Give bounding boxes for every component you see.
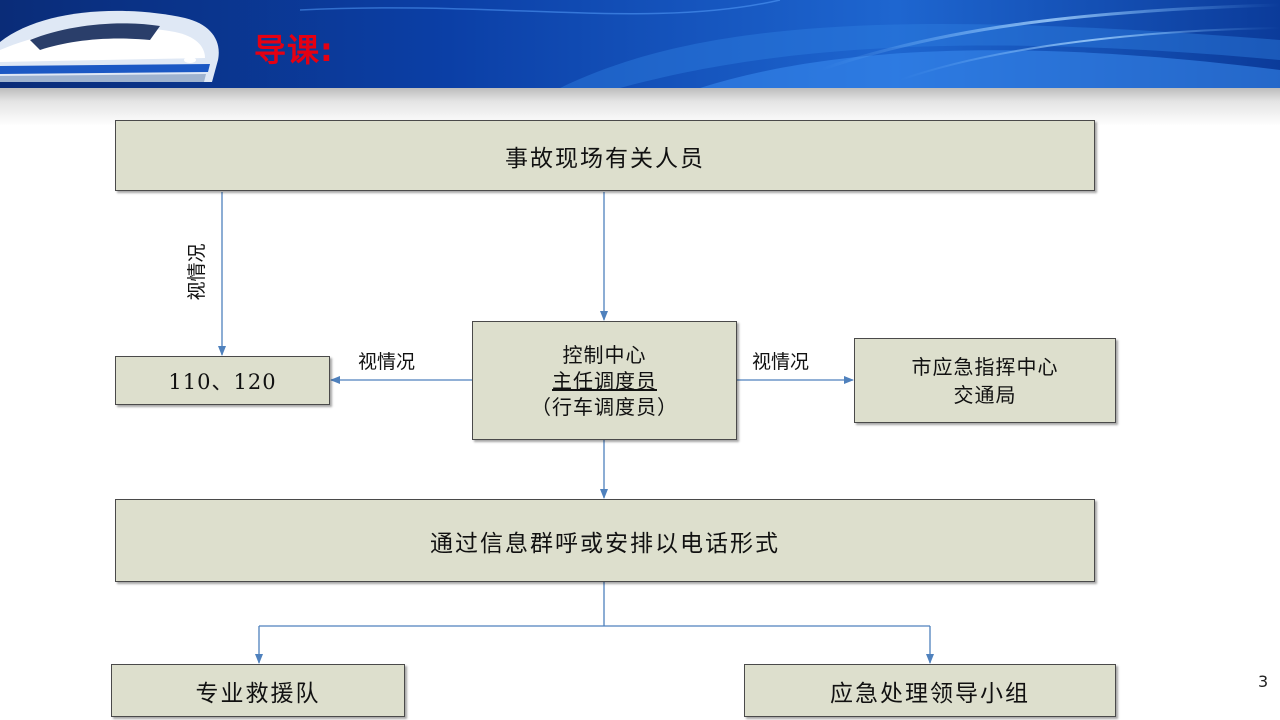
node-emergency-numbers-label: 110、120 <box>168 369 277 394</box>
control-center-line-1: 控制中心 <box>562 342 647 367</box>
city-command-line-2: 交通局 <box>953 382 1017 407</box>
header-banner <box>0 0 1280 88</box>
banner-graphic <box>0 0 1280 88</box>
node-rescue-team: 专业救援队 <box>111 664 405 717</box>
page-title: 导课: <box>254 31 334 69</box>
node-accident-personnel-label: 事故现场有关人员 <box>505 145 705 172</box>
node-control-center: 控制中心 主任调度员 （行车调度员） <box>472 321 737 440</box>
train-icon <box>0 10 219 83</box>
control-center-line-3: （行车调度员） <box>531 394 678 419</box>
node-emergency-numbers: 110、120 <box>115 356 330 405</box>
control-center-line-2: 主任调度员 <box>552 368 657 393</box>
page-number: 3 <box>1258 672 1269 691</box>
edge-label-left: 视情况 <box>358 351 416 373</box>
node-rescue-team-label: 专业救援队 <box>195 680 321 707</box>
edge-label-vertical: 视情况 <box>186 243 208 301</box>
node-leadership-group-label: 应急处理领导小组 <box>830 680 1030 707</box>
node-leadership-group: 应急处理领导小组 <box>744 664 1116 717</box>
node-city-command: 市应急指挥中心 交通局 <box>854 338 1116 423</box>
node-notification: 通过信息群呼或安排以电话形式 <box>115 499 1095 582</box>
header-shadow <box>0 88 1280 126</box>
node-notification-label: 通过信息群呼或安排以电话形式 <box>430 530 780 557</box>
node-accident-personnel: 事故现场有关人员 <box>115 120 1095 191</box>
city-command-line-1: 市应急指挥中心 <box>911 354 1059 379</box>
edge-label-right: 视情况 <box>752 351 810 373</box>
